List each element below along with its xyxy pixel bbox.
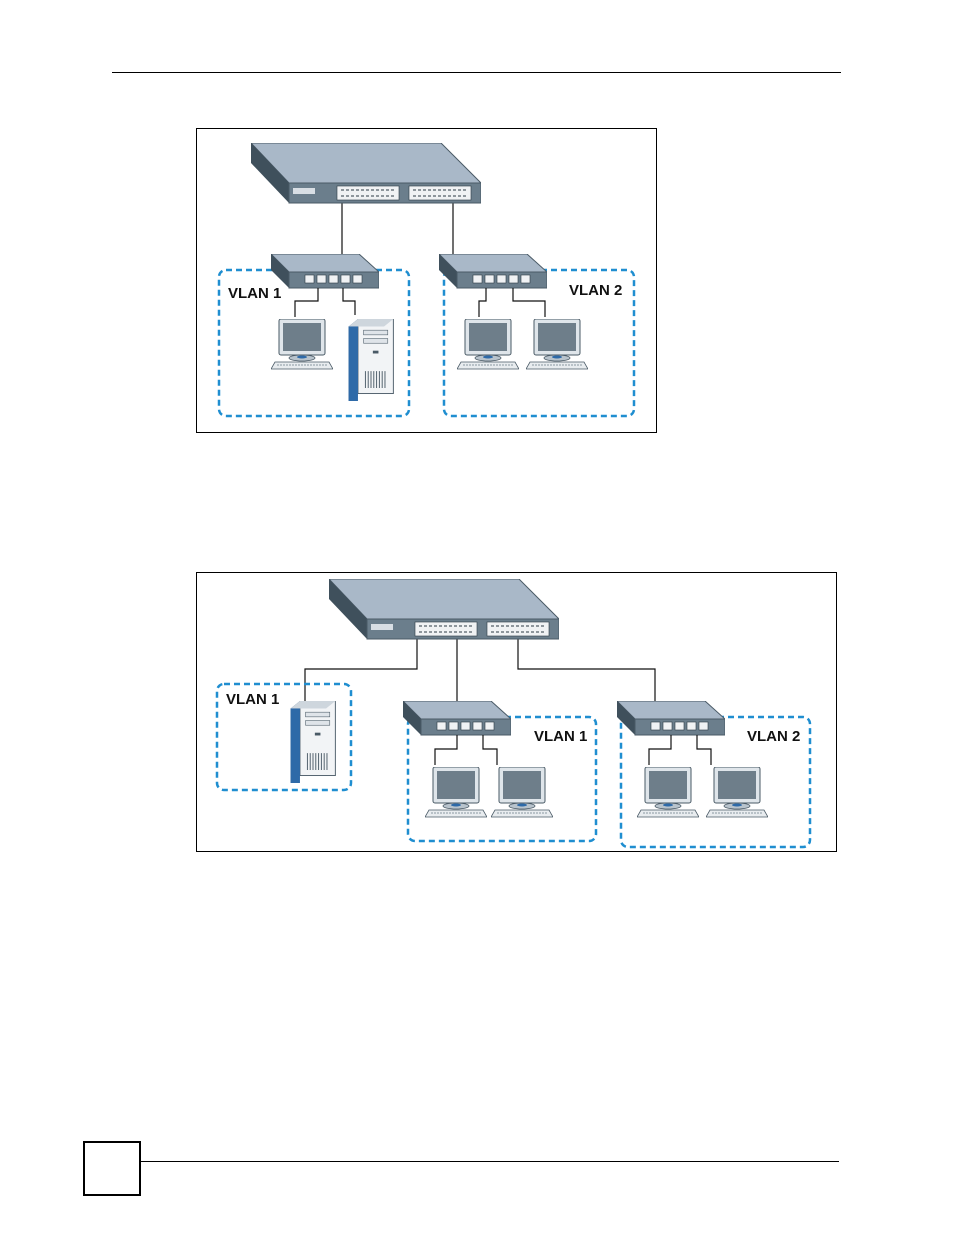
uplink-lines — [342, 203, 453, 254]
header-rule — [112, 72, 841, 73]
vlan-label: VLAN 1 — [228, 285, 281, 302]
vlan-label: VLAN 2 — [569, 282, 622, 299]
core-switch — [251, 143, 481, 203]
footer-rule — [141, 1161, 839, 1162]
vlan-label: VLAN 1 — [226, 691, 279, 708]
desktop-pc — [457, 319, 519, 369]
desktop-pc — [526, 319, 588, 369]
desktop-pc — [637, 767, 699, 817]
tower-server — [349, 319, 394, 401]
vlan-diagram-bottom: VLAN 1 VLAN 1 VLAN 2 — [196, 572, 837, 852]
page-number-box — [83, 1141, 141, 1196]
edge-switch — [439, 254, 547, 288]
vlan-diagram-top: VLAN 1 VLAN 2 — [196, 128, 657, 433]
vlan-label: VLAN 1 — [534, 728, 587, 745]
tower-server — [291, 701, 336, 783]
uplink-lines — [305, 639, 655, 703]
desktop-pc — [271, 319, 333, 369]
edge-switch — [617, 701, 725, 735]
device-cables — [295, 288, 545, 317]
edge-switch — [271, 254, 379, 288]
core-switch — [329, 579, 559, 639]
desktop-pc — [491, 767, 553, 817]
vlan-label: VLAN 2 — [747, 728, 800, 745]
desktop-pc — [706, 767, 768, 817]
desktop-pc — [425, 767, 487, 817]
edge-switch — [403, 701, 511, 735]
